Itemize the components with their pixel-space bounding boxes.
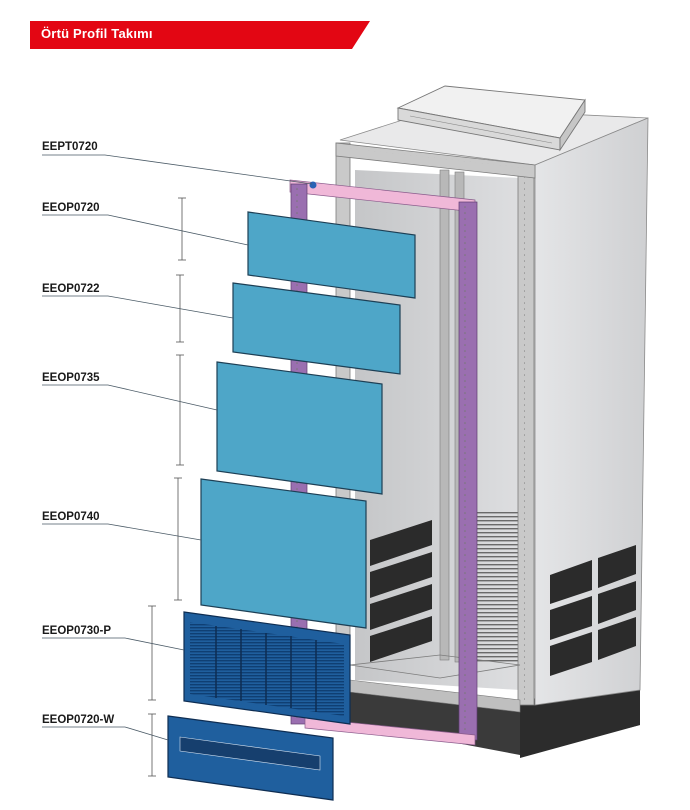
title-banner xyxy=(30,21,370,49)
cover-panel-eeop0720-w xyxy=(167,715,334,801)
dimension-brackets xyxy=(148,197,186,777)
part-label-eeop0730-p: EEOP0730-P xyxy=(42,625,111,637)
part-label-eeop0735: EEOP0735 xyxy=(42,372,100,384)
side-vents xyxy=(550,545,636,676)
part-label-eeop0740: EEOP0740 xyxy=(42,511,100,523)
part-label-eeop0720-w: EEOP0720-W xyxy=(42,714,114,726)
cabinet-body xyxy=(335,107,649,758)
part-label-eeop0722: EEOP0722 xyxy=(42,283,100,295)
inner-vents xyxy=(370,512,522,662)
cover-panel-eeop0730-p xyxy=(183,611,351,725)
part-label-eeop0720: EEOP0720 xyxy=(42,202,100,214)
page-title: Örtü Profil Takımı xyxy=(41,26,153,41)
part-label-eept0720: EEPT0720 xyxy=(42,141,98,153)
cover-panel-eeop0720 xyxy=(247,211,416,299)
roof-vent-cap xyxy=(396,85,586,152)
cover-panel-eeop0740 xyxy=(200,478,367,629)
cover-panel-eeop0722 xyxy=(232,282,401,375)
leader-lines xyxy=(42,154,313,741)
cover-panel-eeop0735 xyxy=(216,361,383,495)
